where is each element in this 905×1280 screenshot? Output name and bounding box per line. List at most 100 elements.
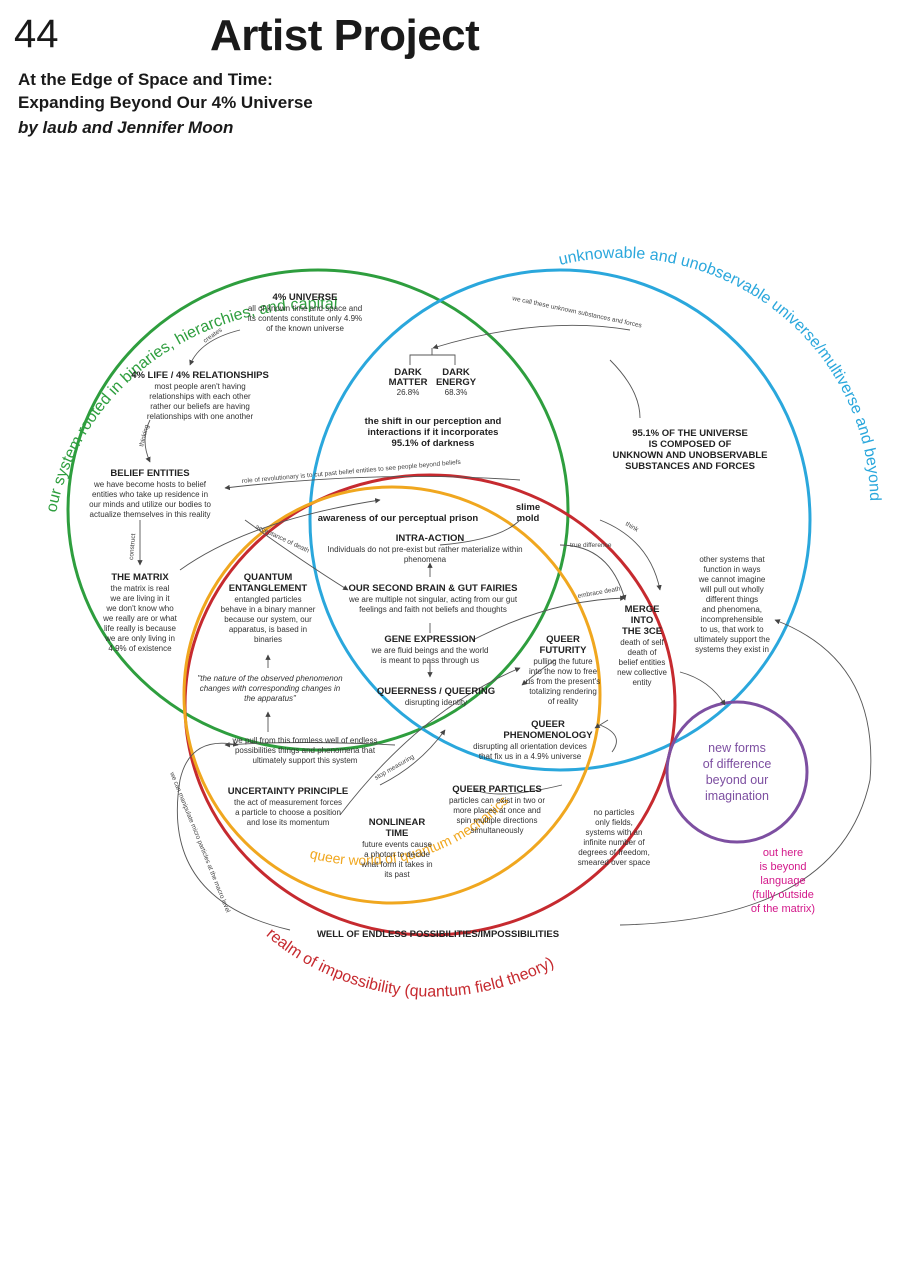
subtitle-line-2: Expanding Beyond Our 4% Universe	[18, 93, 313, 112]
svg-text:"the nature of the observed ph: "the nature of the observed phenomenon	[197, 674, 343, 683]
page-title: Artist Project	[210, 11, 480, 60]
purple-circle	[665, 700, 809, 844]
svg-text:beyond our: beyond our	[706, 773, 769, 787]
svg-text:THE MATRIX: THE MATRIX	[111, 572, 169, 583]
svg-text:4% UNIVERSE: 4% UNIVERSE	[273, 292, 338, 303]
svg-text:embrace death: embrace death	[577, 585, 621, 599]
svg-text:we have become hosts to belief: we have become hosts to belief	[93, 480, 207, 489]
svg-text:of reality: of reality	[548, 697, 578, 706]
node-well-of-possibilities: WELL OF ENDLESS POSSIBILITIES/IMPOSSIBIL…	[317, 929, 559, 940]
svg-text:the act of measurement forces: the act of measurement forces	[234, 798, 342, 807]
svg-text:entities who take up residence: entities who take up residence in	[92, 490, 208, 499]
subtitle: At the Edge of Space and Time: Expanding…	[18, 68, 313, 114]
node-awareness: awareness of our perceptual prison	[318, 513, 479, 524]
svg-text:a photon to decide: a photon to decide	[364, 850, 430, 859]
svg-text:we cannot imagine: we cannot imagine	[698, 575, 766, 584]
svg-text:infinite number of: infinite number of	[583, 838, 645, 847]
svg-text:slime: slime	[516, 502, 540, 513]
svg-text:INTRA-ACTION: INTRA-ACTION	[396, 533, 465, 544]
svg-text:us from the present's: us from the present's	[526, 677, 600, 686]
svg-text:disrupting identity: disrupting identity	[405, 698, 467, 707]
svg-text:DARK: DARK	[442, 367, 470, 378]
svg-text:phenomena: phenomena	[404, 555, 447, 564]
node-4-universe: 4% UNIVERSE all of known time and space …	[248, 292, 362, 333]
svg-text:imagination: imagination	[705, 789, 769, 803]
node-other-systems: other systems that function in ways we c…	[694, 555, 771, 654]
svg-text:MATTER: MATTER	[389, 377, 428, 388]
svg-text:and phenomena,: and phenomena,	[702, 605, 762, 614]
svg-text:degrees of freedom,: degrees of freedom,	[578, 848, 650, 857]
svg-text:we call these unknown substanc: we call these unknown substances and for…	[511, 295, 644, 330]
node-nonlinear-time: NONLINEAR TIME future events cause a pho…	[360, 817, 432, 879]
svg-text:we can manipulate micro partic: we can manipulate micro particles at the…	[168, 770, 232, 914]
node-belief-entities: BELIEF ENTITIES we have become hosts to …	[89, 468, 211, 519]
svg-text:future events cause: future events cause	[362, 840, 432, 849]
svg-text:only fields,: only fields,	[595, 818, 633, 827]
svg-text:simultaneously: simultaneously	[471, 826, 524, 835]
svg-text:life really is because: life really is because	[104, 624, 177, 633]
svg-text:thinking: thinking	[138, 424, 151, 448]
svg-text:death of: death of	[628, 648, 658, 657]
svg-text:entangled particles: entangled particles	[234, 595, 301, 604]
svg-text:we are fluid beings and the wo: we are fluid beings and the world	[371, 646, 489, 655]
svg-text:QUEER PARTICLES: QUEER PARTICLES	[452, 784, 542, 795]
svg-text:the matrix is real: the matrix is real	[111, 584, 170, 593]
node-intra-action: INTRA-ACTION Individuals do not pre-exis…	[327, 533, 522, 564]
svg-text:GENE EXPRESSION: GENE EXPRESSION	[384, 634, 475, 645]
svg-text:out here: out here	[763, 847, 803, 859]
svg-text:changes with corresponding cha: changes with corresponding changes in	[200, 684, 341, 693]
svg-text:DARK: DARK	[394, 367, 422, 378]
svg-text:UNKNOWN AND UNOBSERVABLE: UNKNOWN AND UNOBSERVABLE	[613, 450, 768, 461]
svg-text:no particles: no particles	[594, 808, 635, 817]
svg-text:role of revolutionary is to cu: role of revolutionary is to cut past bel…	[242, 459, 462, 485]
svg-text:QUANTUM: QUANTUM	[244, 572, 293, 583]
svg-text:incomprehensible: incomprehensible	[701, 615, 764, 624]
svg-text:acceptance of death: acceptance of death	[254, 523, 310, 554]
svg-text:other systems that: other systems that	[699, 555, 765, 564]
svg-text:PHENOMENOLOGY: PHENOMENOLOGY	[503, 730, 593, 741]
svg-text:behave in a binary manner: behave in a binary manner	[221, 605, 316, 614]
svg-text:TIME: TIME	[386, 828, 409, 839]
svg-text:MERGE: MERGE	[625, 604, 660, 615]
node-the-matrix: THE MATRIX the matrix is real we are liv…	[102, 572, 178, 653]
svg-text:we are only living in: we are only living in	[104, 634, 175, 643]
svg-text:(fully outside: (fully outside	[752, 889, 814, 901]
svg-text:to us, that work to: to us, that work to	[700, 625, 764, 634]
svg-text:all of known time and space an: all of known time and space and	[248, 304, 362, 313]
svg-text:death of self: death of self	[620, 638, 664, 647]
node-4-life: 4% LIFE / 4% RELATIONSHIPS most people a…	[131, 370, 269, 421]
svg-text:function in ways: function in ways	[704, 565, 761, 574]
node-slime-mold: slime mold	[516, 502, 540, 524]
node-queer-futurity: QUEER FUTURITY pulling the future into t…	[526, 634, 600, 706]
svg-text:systems they exist in: systems they exist in	[695, 645, 769, 654]
svg-text:of the known universe: of the known universe	[266, 324, 344, 333]
svg-text:IS COMPOSED OF: IS COMPOSED OF	[649, 439, 732, 450]
svg-text:disrupting all orientation dev: disrupting all orientation devices	[473, 742, 587, 751]
svg-text:more places at once and: more places at once and	[453, 806, 541, 815]
svg-text:particles can exist in two or: particles can exist in two or	[449, 796, 545, 805]
svg-text:BELIEF ENTITIES: BELIEF ENTITIES	[110, 468, 189, 479]
svg-text:95.1% of darkness: 95.1% of darkness	[392, 438, 475, 449]
svg-text:systems with an: systems with an	[586, 828, 643, 837]
svg-text:and lose its momentum: and lose its momentum	[247, 818, 330, 827]
node-dark-energy: DARK ENERGY 68.3%	[436, 367, 477, 397]
svg-text:of difference: of difference	[703, 757, 772, 771]
subtitle-line-1: At the Edge of Space and Time:	[18, 70, 273, 89]
svg-text:we don't know who: we don't know who	[105, 604, 174, 613]
svg-text:we pull from this formless wel: we pull from this formless well of endle…	[232, 736, 378, 745]
svg-text:new collective: new collective	[617, 668, 667, 677]
node-uncertainty-principle: UNCERTAINTY PRINCIPLE the act of measure…	[228, 786, 349, 827]
svg-text:we really are or what: we really are or what	[102, 614, 178, 623]
connector-arrows	[137, 324, 872, 931]
svg-text:entity: entity	[632, 678, 651, 687]
svg-text:ENERGY: ENERGY	[436, 377, 477, 388]
svg-text:26.8%: 26.8%	[397, 388, 420, 397]
svg-text:OUR SECOND BRAIN & GUT FAIRIES: OUR SECOND BRAIN & GUT FAIRIES	[349, 583, 518, 594]
node-formless-well: we pull from this formless well of endle…	[232, 736, 378, 765]
blue-circle	[308, 268, 812, 772]
node-queerness: QUEERNESS / QUEERING disrupting identity	[377, 686, 495, 707]
svg-text:binaries: binaries	[254, 635, 282, 644]
svg-text:possibilities things and pheno: possibilities things and phenomena that	[235, 746, 376, 755]
svg-text:because our system, our: because our system, our	[224, 615, 312, 624]
